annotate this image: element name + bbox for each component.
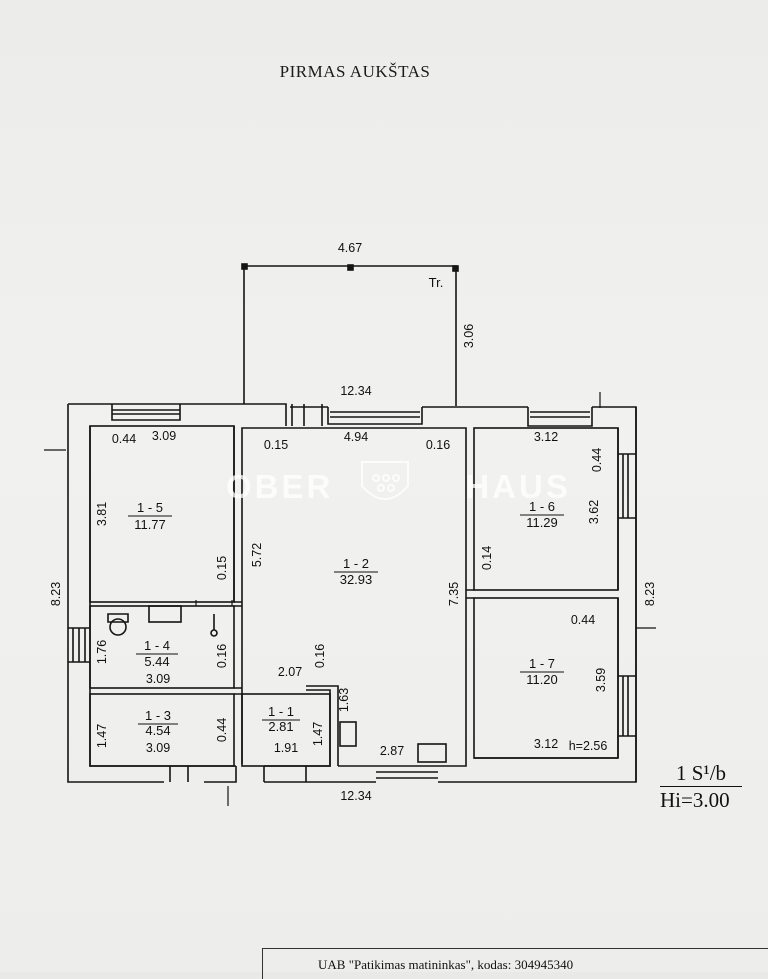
dim-044-v-top: 0.44 — [590, 448, 604, 472]
dim-room11-height: 1.47 — [311, 722, 325, 746]
room-area-1-1: 2.81 — [268, 719, 293, 734]
dim-735: 7.35 — [447, 582, 461, 606]
dim-room16-width: 3.12 — [534, 430, 558, 444]
room-label-1-3: 1 - 3 — [145, 708, 171, 723]
dim-left-height: 8.23 — [49, 582, 63, 606]
dim-terrace-width: 4.67 — [338, 241, 362, 255]
dim-572: 5.72 — [250, 543, 264, 567]
terrace-post — [241, 263, 248, 270]
dim-room17-height: 3.59 — [594, 668, 608, 692]
dim-wall-015: 0.15 — [264, 438, 288, 452]
dim-room11-width: 1.91 — [274, 741, 298, 755]
dim-room14-height: 1.76 — [95, 640, 109, 664]
stove-fixture — [417, 743, 447, 763]
toilet-fixture — [109, 618, 127, 636]
room-1-1-outline — [241, 693, 331, 767]
dim-top-width: 12.34 — [340, 384, 371, 398]
dim-room12-width: 4.94 — [344, 430, 368, 444]
dim-room15-width: 3.09 — [152, 429, 176, 443]
sink-fixture — [210, 629, 218, 637]
footer-frame — [262, 948, 768, 979]
room-label-1-2: 1 - 2 — [343, 556, 369, 571]
room-area-1-2: 32.93 — [340, 572, 373, 587]
window — [112, 404, 590, 426]
window — [68, 627, 90, 663]
dim-016-a: 0.16 — [215, 644, 229, 668]
scale-denominator: Hi=3.00 — [660, 788, 730, 812]
dim-015-v: 0.15 — [215, 556, 229, 580]
room-area-1-3: 4.54 — [145, 723, 170, 738]
dim-207: 2.07 — [278, 665, 302, 679]
dim-room13-height: 1.47 — [95, 724, 109, 748]
room-area-1-7: 11.20 — [526, 672, 558, 687]
room-area-1-4: 5.44 — [144, 654, 169, 669]
room-1-3-outline — [89, 693, 235, 767]
room-label-1-7: 1 - 7 — [529, 656, 555, 671]
scale-notation: 1 S¹/b Hi=3.00 — [660, 760, 742, 813]
watermark-emblem — [361, 461, 409, 500]
footer-text: UAB "Patikimas matininkas", kodas: 30494… — [318, 957, 574, 972]
dim-terrace-depth: 3.06 — [462, 324, 476, 348]
watermark-text: OBER HAUS — [226, 468, 571, 506]
dim-room17-width: 3.12 — [534, 737, 558, 751]
dim-wall-right: 0.44 — [571, 613, 595, 627]
room-label-1-4: 1 - 4 — [144, 638, 170, 653]
floor-title: PIRMAS AUKŠTAS — [279, 62, 431, 81]
dim-016-b: 0.16 — [313, 644, 327, 668]
ceiling-height: h=2.56 — [569, 739, 608, 753]
dim-163: 1.63 — [337, 688, 351, 712]
terrace-post — [452, 265, 459, 272]
dim-room16-height: 3.62 — [587, 500, 601, 524]
room-area-1-5: 11.77 — [134, 517, 166, 532]
dim-044-v-bottom: 0.44 — [215, 718, 229, 742]
watermark-left: OBER — [226, 468, 334, 505]
room-label-1-1: 1 - 1 — [268, 704, 294, 719]
scale-numerator: 1 S¹/b — [660, 760, 742, 787]
dim-room15-height: 3.81 — [95, 502, 109, 526]
window — [164, 765, 438, 782]
dim-right-height: 8.23 — [643, 582, 657, 606]
dim-wall-left: 0.44 — [112, 432, 136, 446]
room-area-1-6: 11.29 — [526, 515, 558, 530]
dim-room14-width: 3.09 — [146, 672, 170, 686]
dim-room13-width: 3.09 — [146, 741, 170, 755]
terrace-post — [347, 264, 354, 271]
dim-014: 0.14 — [480, 546, 494, 570]
wall-band — [111, 403, 593, 427]
terrace-label: Tr. — [429, 275, 444, 290]
room-label-1-5: 1 - 5 — [137, 500, 163, 515]
bathtub-fixture — [148, 605, 182, 623]
dim-287: 2.87 — [380, 744, 404, 758]
dim-bottom-width: 12.34 — [340, 789, 371, 803]
window — [618, 453, 636, 737]
dim-wall-016: 0.16 — [426, 438, 450, 452]
room-label-1-6: 1 - 6 — [529, 499, 555, 514]
boiler-fixture — [339, 721, 357, 747]
watermark-right: HAUS — [465, 468, 571, 505]
